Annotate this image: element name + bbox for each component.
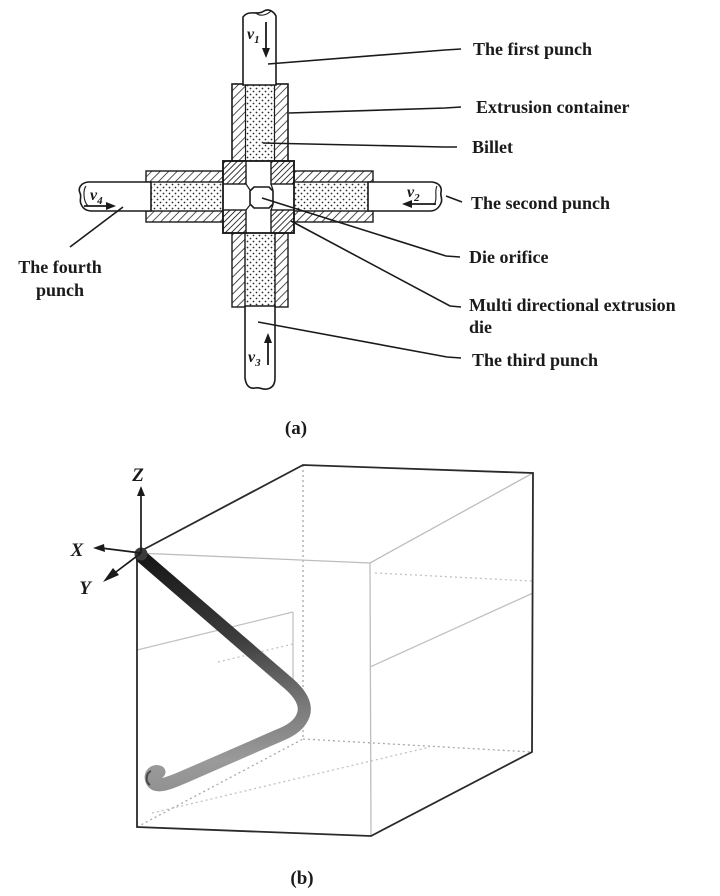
label-first-punch: The first punch <box>473 39 592 59</box>
light-box-edges <box>136 472 534 837</box>
v2-label: v2 <box>407 184 420 204</box>
label-billet: Billet <box>472 137 513 157</box>
caption-b: (b) <box>290 868 313 889</box>
z-axis-arrow-icon <box>137 486 145 496</box>
leader-extrusion-container <box>288 106 462 114</box>
third-punch: v3 <box>244 305 276 391</box>
label-extrusion-container: Extrusion container <box>476 97 630 117</box>
panel-a: v1 v2 v3 <box>18 9 676 439</box>
leader-lines <box>69 48 463 359</box>
extrusion-container-left <box>145 170 224 223</box>
label-die-orifice: Die orifice <box>469 247 548 267</box>
second-punch: v2 <box>367 181 443 212</box>
x-axis: X <box>70 540 142 561</box>
container-left-top-wall <box>145 170 224 183</box>
label-third-punch: The third punch <box>472 350 598 370</box>
extrusion-container-bottom <box>231 232 289 308</box>
leader-second-punch <box>445 195 463 203</box>
v4-label: v4 <box>90 187 103 207</box>
caption-a: (a) <box>285 418 307 439</box>
fourth-punch: v4 <box>78 181 152 212</box>
edge-top-right-depth <box>369 472 534 564</box>
multi-directional-die <box>222 160 295 234</box>
die-block-bl <box>222 209 247 234</box>
v3-label: v3 <box>248 349 261 369</box>
container-bottom-left-wall <box>231 232 246 308</box>
fourth-punch-break-line <box>83 185 89 207</box>
hidden-box-edges <box>136 465 533 828</box>
x-axis-label: X <box>70 540 85 561</box>
leader-fourth-punch <box>69 206 124 248</box>
inner-die-edge-left <box>136 611 294 651</box>
extrusion-container-top <box>231 83 289 162</box>
die-orifice <box>249 186 274 209</box>
panel-b: Z X Y (b) <box>70 464 534 889</box>
edge-left-bottom-depth <box>136 738 304 828</box>
mid-plane-right-face <box>369 592 534 668</box>
coordinate-axes: Z X Y <box>70 465 145 599</box>
lower-plane-dashed <box>151 746 431 814</box>
container-right-top-wall <box>293 170 374 183</box>
v3-arrow-up-icon <box>264 333 272 365</box>
label-multi-die-line2: die <box>469 317 492 337</box>
v2-arrow-left-icon <box>402 200 436 208</box>
x-axis-arrow-icon <box>93 544 105 552</box>
first-punch-break-line <box>255 10 272 16</box>
billet-left <box>151 182 223 211</box>
tube-body <box>135 550 311 792</box>
container-bottom-right-wall <box>274 232 289 308</box>
billet-bottom <box>245 233 275 306</box>
die-block-br <box>270 209 295 234</box>
z-axis-label: Z <box>131 465 144 486</box>
fourth-punch-body <box>78 181 152 212</box>
label-second-punch: The second punch <box>471 193 610 213</box>
die-block-tl <box>222 160 247 185</box>
edge-front-top <box>136 552 371 564</box>
simulation-box <box>136 464 534 837</box>
container-left-bottom-wall <box>145 210 224 223</box>
v4-arrow-right-icon <box>84 202 116 210</box>
billet-right <box>294 182 368 211</box>
leader-die-orifice <box>261 197 461 258</box>
v1-arrow-down-icon <box>262 22 270 58</box>
orifice-chamfers <box>245 183 274 211</box>
leader-third-punch <box>257 321 462 359</box>
mid-plane-dashed <box>374 572 533 582</box>
y-axis-label: Y <box>79 578 93 599</box>
extruded-tube <box>134 547 311 792</box>
z-axis: Z <box>131 465 145 553</box>
first-punch-body <box>242 9 277 86</box>
third-punch-body <box>244 305 276 391</box>
inner-wireframe <box>136 572 534 814</box>
edge-front-right-vertical <box>369 562 372 837</box>
first-punch: v1 <box>242 9 277 86</box>
second-punch-body <box>367 181 443 212</box>
tube-tail-curl <box>145 770 152 786</box>
leader-billet <box>262 142 457 148</box>
leader-multi-die <box>290 220 462 308</box>
billet-top <box>245 84 275 161</box>
die-block-tr <box>270 160 295 185</box>
y-axis: Y <box>79 552 142 599</box>
leader-first-punch <box>267 48 462 65</box>
y-axis-arrow-icon <box>103 568 119 582</box>
label-multi-die-line1: Multi directional extrusion <box>469 295 676 315</box>
extrusion-container-right <box>293 170 374 223</box>
label-fourth-punch-line1: The fourth <box>18 257 102 277</box>
v1-label: v1 <box>247 26 260 46</box>
edge-back-bottom <box>302 738 533 753</box>
label-fourth-punch-line2: punch <box>36 280 84 300</box>
